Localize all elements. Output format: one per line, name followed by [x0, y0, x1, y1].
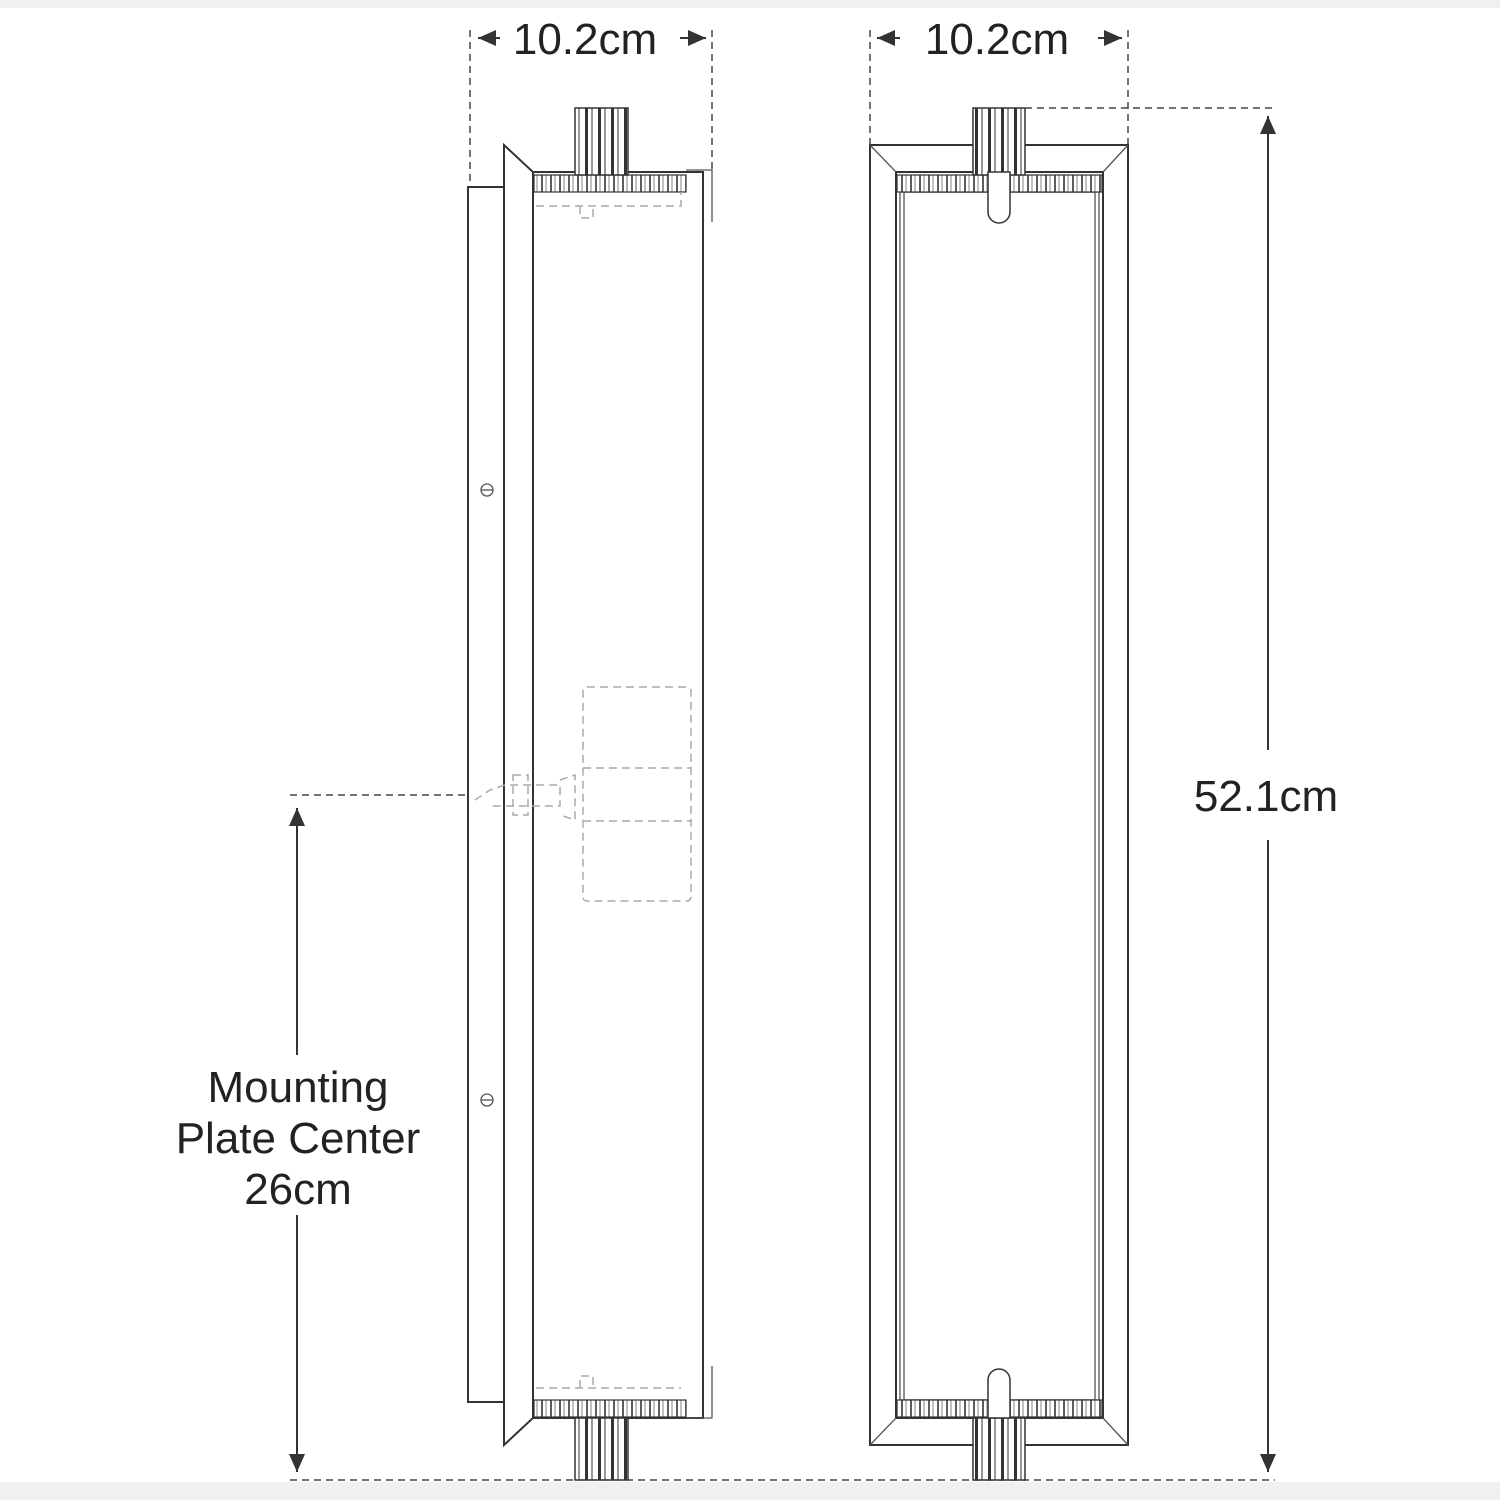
junction-box-hidden: [474, 686, 692, 902]
side-width-label: 10.2cm: [513, 15, 657, 64]
height-label: 52.1cm: [1194, 772, 1338, 821]
top-rib-band: [533, 174, 687, 193]
bottom-finial: [574, 1417, 629, 1481]
top-finial: [574, 107, 629, 176]
front-width-label: 10.2cm: [925, 15, 1069, 64]
top-knob: [987, 171, 1011, 224]
mounting-value: 26cm: [244, 1165, 352, 1214]
front-view: 10.2cm 52.1cm: [869, 15, 1338, 1481]
screw-icon: [480, 1093, 494, 1107]
side-view: 10.2cm Mounting Plate Center 26cm: [176, 15, 713, 1481]
mounting-label-line1: Mounting: [207, 1063, 388, 1112]
bottom-rib-band: [533, 1399, 687, 1418]
drawing-background: [0, 8, 1500, 1482]
bottom-knob: [987, 1368, 1011, 1419]
screw-icon: [480, 483, 494, 497]
top-finial: [972, 107, 1026, 176]
bottom-finial: [972, 1417, 1026, 1481]
mounting-label-line2: Plate Center: [176, 1114, 421, 1163]
